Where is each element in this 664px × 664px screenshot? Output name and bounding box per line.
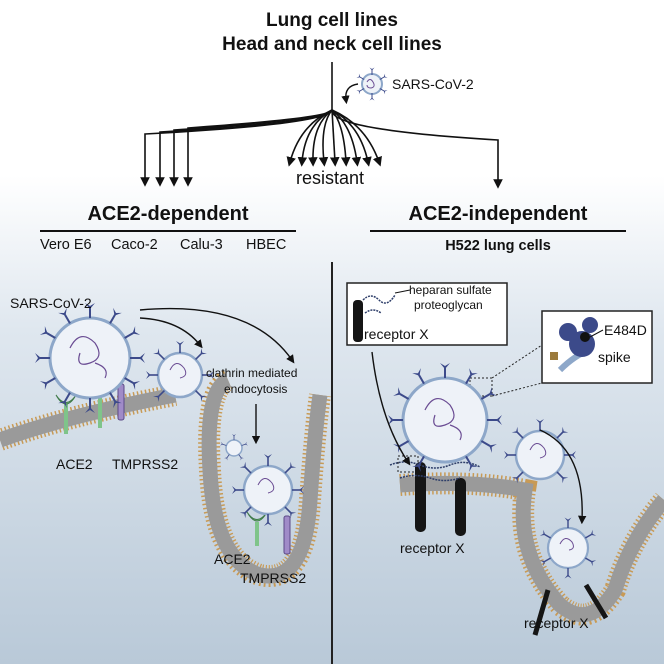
title-line-2: Head and neck cell lines [222,34,442,55]
hspg-box [346,282,508,346]
virus-label-top: SARS-CoV-2 [392,76,474,92]
hspg-label-2: proteoglycan [414,298,483,312]
branching-tree [140,62,503,189]
right-receptors [389,461,609,636]
cell-line-caco: Caco-2 [111,237,158,253]
right-virus-medium [503,418,577,485]
left-membrane [0,369,331,588]
receptor-x-label-1: receptor X [364,326,429,342]
endocytosis-label-1: clathrin mediated [206,366,298,380]
e484d-label: E484D [604,322,647,338]
left-virus-large [34,302,146,414]
right-virus-internalized [539,516,597,580]
left-virus-label: SARS-CoV-2 [10,295,92,311]
cell-line-calu: Calu-3 [180,237,223,253]
left-virus-medium [145,340,215,403]
resistant-label: resistant [296,168,365,188]
tmprss2-label-2: TMPRSS2 [240,570,307,586]
left-virus-small [219,433,249,461]
title-line-1: Lung cell lines [266,10,398,31]
right-virus-large [387,362,503,473]
spike-label: spike [598,349,631,365]
right-heading: ACE2-independent [408,203,588,225]
left-arrows [139,307,295,445]
spike-inset-box [541,310,653,384]
receptor-x-label-2: receptor X [400,540,465,556]
ace2-label-1: ACE2 [56,456,93,472]
left-heading: ACE2-dependent [87,203,249,225]
ace2-label-2: ACE2 [214,551,251,567]
cell-line-hbec: HBEC [246,237,287,253]
hspg-label-1: heparan sulfate [409,283,492,297]
virus-icon-top [355,67,389,101]
receptor-x-label-3: receptor X [524,615,589,631]
tmprss2-label-1: TMPRSS2 [112,456,179,472]
right-membrane [399,472,664,626]
endocytosis-label-2: endocytosis [224,382,288,396]
right-arrows [371,351,587,525]
left-virus-internalized [231,453,305,527]
h522-label: H522 lung cells [445,238,551,254]
cell-line-vero: Vero E6 [40,237,92,253]
